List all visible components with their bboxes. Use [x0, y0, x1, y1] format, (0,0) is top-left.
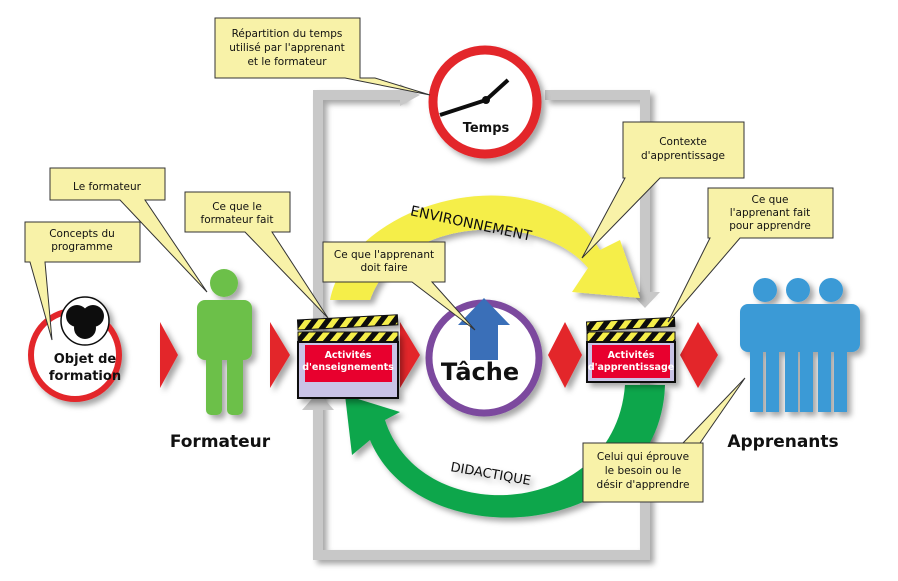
svg-text:pour apprendre: pour apprendre	[729, 220, 811, 232]
callout-shapes	[24, 17, 834, 503]
callout-time: Répartition du temps utilisé par l'appre…	[229, 28, 345, 68]
svg-text:Ce que le: Ce que le	[212, 201, 262, 213]
clock-icon	[428, 45, 542, 159]
didactic-label: DIDACTIQUE	[449, 460, 531, 489]
flow-arrows	[160, 322, 718, 388]
callout-learner-who: Celui qui éprouve le besoin ou le désir …	[597, 451, 690, 491]
callout-learner-must: Ce que l'apprenant doit faire	[334, 249, 434, 274]
svg-text:programme: programme	[51, 241, 113, 253]
learning-clapper-icon	[586, 316, 676, 383]
teaching-activities-1: Activités	[325, 350, 372, 361]
svg-text:Contexte: Contexte	[659, 136, 707, 148]
svg-text:Ce que: Ce que	[752, 194, 789, 206]
learners-label: Apprenants	[727, 432, 838, 452]
svg-text:et le formateur: et le formateur	[247, 56, 327, 68]
teaching-activities-2: d'enseignements	[302, 362, 394, 373]
callout-trainer-does: Ce que le formateur fait	[201, 201, 274, 226]
callout-trainer: Le formateur	[73, 181, 142, 193]
callout-learner-does: Ce que l'apprenant fait pour apprendre	[729, 194, 811, 232]
gray-arrow-up	[302, 392, 334, 410]
svg-text:Le formateur: Le formateur	[73, 181, 142, 193]
task-label: Tâche	[441, 358, 519, 386]
teaching-clapper-icon	[296, 314, 399, 399]
svg-text:désir d'apprendre: désir d'apprendre	[597, 479, 690, 491]
object-circle	[28, 296, 122, 402]
svg-text:formateur fait: formateur fait	[201, 214, 274, 226]
svg-text:d'apprentissage: d'apprentissage	[641, 150, 725, 162]
learners-icon	[740, 278, 860, 412]
clock-label: Temps	[463, 121, 510, 136]
object-label-2: formation	[49, 369, 121, 384]
svg-text:Répartition du temps: Répartition du temps	[232, 28, 343, 40]
learning-activities-2: d'apprentissage	[588, 362, 674, 373]
svg-text:le besoin ou le: le besoin ou le	[605, 465, 681, 477]
object-label-1: Objet de	[54, 352, 117, 367]
svg-text:Celui qui éprouve: Celui qui éprouve	[597, 451, 689, 463]
svg-text:doit faire: doit faire	[360, 262, 407, 274]
trainer-person-icon	[197, 269, 252, 415]
svg-text:Concepts du: Concepts du	[49, 228, 115, 240]
callout-context: Contexte d'apprentissage	[641, 136, 725, 162]
concepts-icon	[66, 305, 104, 339]
callout-concepts: Concepts du programme	[49, 228, 115, 253]
svg-text:l'apprenant fait: l'apprenant fait	[730, 207, 810, 219]
svg-text:Ce que l'apprenant: Ce que l'apprenant	[334, 249, 434, 261]
learning-activities-1: Activités	[608, 350, 655, 361]
trainer-label: Formateur	[170, 432, 271, 452]
up-arrow-icon	[458, 298, 510, 360]
svg-text:utilisé par l'apprenant: utilisé par l'apprenant	[229, 42, 345, 54]
